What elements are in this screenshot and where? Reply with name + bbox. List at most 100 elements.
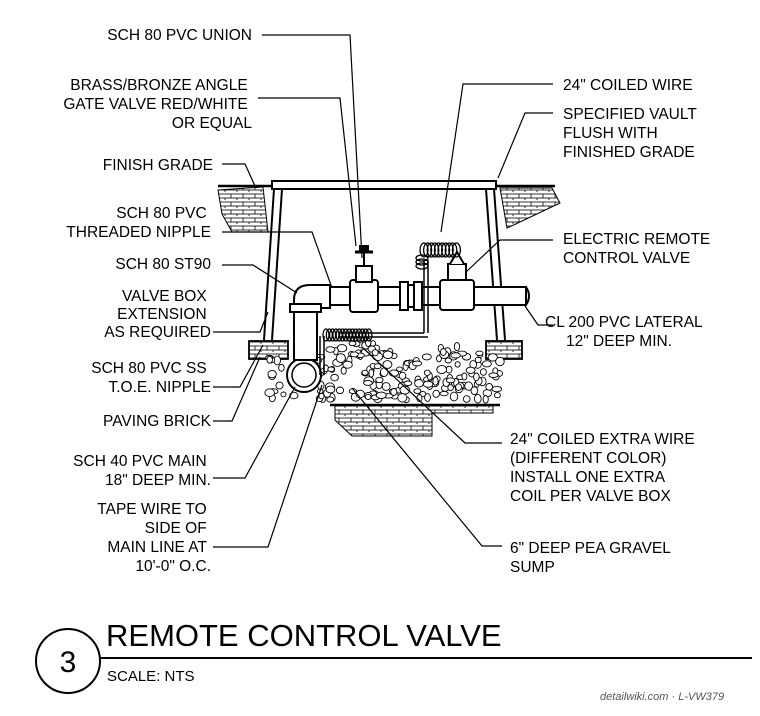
gravel-pebble bbox=[373, 363, 382, 370]
gravel-pebble bbox=[348, 340, 357, 347]
wire-coil-loop bbox=[430, 242, 440, 258]
gravel-pebble bbox=[479, 368, 487, 376]
wire-coil-loop bbox=[444, 242, 454, 258]
label-angle-gate-valve: BRASS/BRONZE ANGLE GATE VALVE RED/WHITE … bbox=[63, 77, 252, 132]
labels-left: SCH 80 PVC UNION BRASS/BRONZE ANGLE GATE… bbox=[63, 27, 252, 575]
leader-lines bbox=[213, 34, 553, 548]
gravel-pebble bbox=[422, 380, 434, 388]
gravel-pebble bbox=[318, 392, 325, 400]
credit-text: detailwiki.com · L-VW379 bbox=[600, 691, 724, 703]
title-block: 3 REMOTE CONTROL VALVE SCALE: NTS detail… bbox=[35, 618, 752, 703]
gravel-pebble bbox=[493, 392, 501, 399]
finish-grade-left bbox=[217, 184, 272, 233]
gravel-pebble bbox=[465, 366, 476, 374]
sch80-toe-nipple bbox=[293, 309, 318, 361]
gravel-pebble bbox=[423, 369, 431, 376]
label-sch80-st90: SCH 80 ST90 bbox=[115, 256, 211, 273]
gravel-pebble bbox=[487, 353, 498, 362]
gravel-pebble bbox=[368, 368, 375, 378]
label-sch80-pvc-union: SCH 80 PVC UNION bbox=[107, 27, 252, 44]
gravel-pebble bbox=[444, 357, 452, 364]
gravel-pebble bbox=[495, 356, 505, 367]
control-wire bbox=[319, 260, 429, 375]
gravel-pebble bbox=[390, 388, 398, 396]
gravel-pebble bbox=[485, 382, 494, 391]
wire-coil-loop bbox=[433, 242, 444, 258]
gravel-pebble bbox=[470, 386, 479, 396]
wire-coil-loop bbox=[415, 254, 429, 262]
scale-note: SCALE: NTS bbox=[107, 668, 195, 685]
coiled-extra-wire bbox=[322, 328, 373, 342]
gravel-pebble bbox=[375, 391, 387, 399]
gravel-pebble bbox=[473, 393, 482, 404]
valve-box bbox=[263, 180, 506, 341]
threaded-nipple bbox=[329, 286, 351, 306]
label-coiled-wire: 24" COILED WIRE bbox=[563, 77, 693, 94]
label-specified-vault: SPECIFIED VAULT FLUSH WITH FINISHED GRAD… bbox=[563, 106, 701, 161]
detail-number: 3 bbox=[60, 646, 77, 679]
label-valve-box-extension: VALVE BOX EXTENSION AS REQUIRED bbox=[104, 288, 211, 341]
gravel-pebble bbox=[264, 388, 275, 398]
label-pvc-main: SCH 40 PVC MAIN 18" DEEP MIN. bbox=[73, 453, 211, 489]
gravel-pebble bbox=[488, 372, 499, 378]
gravel-pebble bbox=[342, 360, 353, 369]
gravel-pebble bbox=[414, 379, 424, 388]
label-threaded-nipple: SCH 80 PVC THREADED NIPPLE bbox=[66, 205, 211, 241]
gravel-pebble bbox=[461, 372, 468, 381]
gravel-pebble bbox=[474, 356, 482, 364]
gravel-pebble bbox=[364, 393, 372, 400]
gravel-pebble bbox=[327, 366, 335, 373]
pvc-main-line bbox=[286, 357, 322, 393]
gravel-pebble bbox=[412, 360, 423, 367]
wire-coil-loop bbox=[448, 242, 458, 258]
pvc-union bbox=[399, 281, 423, 311]
gravel-pebble bbox=[473, 372, 480, 382]
gravel-pebble bbox=[349, 351, 359, 358]
gravel-pebble bbox=[432, 389, 440, 398]
labels-right: 24" COILED WIRE SPECIFIED VAULT FLUSH WI… bbox=[510, 77, 715, 576]
wire-coil-loop bbox=[451, 242, 462, 258]
label-tape-wire: TAPE WIRE TO SIDE OF MAIN LINE AT 10'-0"… bbox=[97, 501, 211, 575]
gravel-pebble bbox=[421, 353, 432, 361]
gravel-pebble bbox=[450, 352, 461, 359]
gravel-pebble bbox=[447, 384, 454, 392]
gravel-pebble bbox=[381, 382, 391, 391]
gravel-pebble bbox=[475, 350, 484, 356]
angle-gate-valve bbox=[349, 245, 379, 313]
wire-coil-loop bbox=[361, 328, 370, 342]
coiled-wire-24in bbox=[415, 242, 462, 270]
label-toe-nipple: SCH 80 PVC SS T.O.E. NIPPLE bbox=[91, 360, 211, 396]
gravel-pebble bbox=[454, 361, 461, 368]
wire-coil-loop bbox=[365, 328, 373, 342]
gravel-pebble bbox=[491, 385, 503, 393]
gravel-pebble bbox=[382, 350, 394, 360]
gravel-pebble bbox=[403, 380, 413, 387]
label-paving-brick: PAVING BRICK bbox=[103, 413, 212, 430]
gravel-pebble bbox=[481, 360, 492, 368]
wire-coil-loop bbox=[440, 242, 451, 258]
gravel-pebble bbox=[398, 371, 407, 380]
detail-number-circle bbox=[35, 628, 101, 694]
wire-coil-loop bbox=[419, 242, 429, 258]
electric-remote-control-valve bbox=[439, 250, 475, 311]
gravel-pebble bbox=[462, 395, 471, 403]
gravel-pebble bbox=[335, 353, 346, 363]
label-cl200-lateral: CL 200 PVC LATERAL 12" DEEP MIN. bbox=[545, 314, 706, 350]
sch80-st90 bbox=[289, 284, 331, 313]
label-electric-remote-valve: ELECTRIC REMOTE CONTROL VALVE bbox=[563, 231, 715, 267]
gravel-pebble bbox=[440, 348, 447, 356]
label-coiled-extra-wire: 24" COILED EXTRA WIRE (DIFFERENT COLOR) … bbox=[510, 431, 699, 505]
gravel-pebble bbox=[432, 376, 439, 386]
gravel-pebble bbox=[375, 376, 384, 384]
gravel-pebble bbox=[363, 380, 373, 386]
label-pea-gravel: 6" DEEP PEA GRAVEL SUMP bbox=[510, 540, 675, 576]
gravel-pebble bbox=[464, 381, 473, 391]
gravel-pebble bbox=[379, 367, 389, 377]
gravel-pebble bbox=[361, 369, 369, 376]
finish-grade-right bbox=[496, 184, 561, 229]
gravel-pebble bbox=[325, 346, 336, 353]
pvc-pipe-segment bbox=[377, 286, 401, 306]
gravel-pebble bbox=[413, 388, 422, 394]
